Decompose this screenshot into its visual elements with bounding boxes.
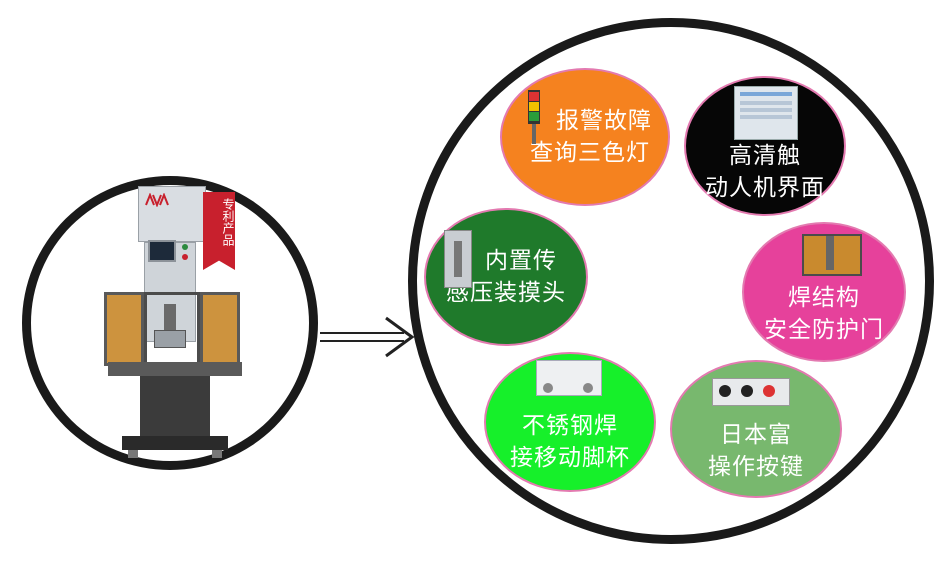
touch-screen-image (734, 86, 798, 140)
sensor-head-image (444, 230, 472, 288)
alarm-light-icon (522, 90, 546, 144)
feature-touch-screen: 高清触 动人机界面 (684, 76, 846, 216)
feature-buttons: 日本富 操作按键 (670, 360, 842, 498)
brand-logo (144, 192, 172, 208)
feature-buttons-line2: 操作按键 (708, 454, 804, 480)
feature-touch-screen-line2: 动人机界面 (705, 175, 825, 201)
safety-door-image (802, 234, 862, 276)
feature-sensor-head: 内置传 感压装摸头 (424, 208, 588, 346)
press-machine-image (100, 186, 250, 461)
feature-caster-line1: 不锈钢焊 (522, 413, 618, 439)
feature-caster-line2: 接移动脚杯 (510, 445, 630, 471)
feature-sensor-head-line1: 内置传 (485, 248, 557, 274)
buttons-image (712, 378, 790, 406)
feature-caster: 不锈钢焊 接移动脚杯 (484, 352, 656, 492)
caster-image (536, 360, 602, 396)
feature-safety-door: 焊结构 安全防护门 (742, 222, 906, 362)
feature-safety-door-line2: 安全防护门 (764, 317, 884, 343)
feature-alarm-light-line1: 报警故障 (556, 108, 652, 134)
feature-alarm-light-line2: 查询三色灯 (530, 140, 650, 166)
arrow-connector (318, 312, 418, 362)
feature-buttons-line1: 日本富 (720, 422, 792, 448)
patent-tag-label: 专利产品 (221, 198, 235, 246)
patent-tag: 专利产品 (203, 192, 235, 270)
feature-touch-screen-line1: 高清触 (729, 143, 801, 169)
feature-alarm-light: 报警故障 查询三色灯 (500, 68, 670, 206)
feature-safety-door-line1: 焊结构 (788, 285, 860, 311)
